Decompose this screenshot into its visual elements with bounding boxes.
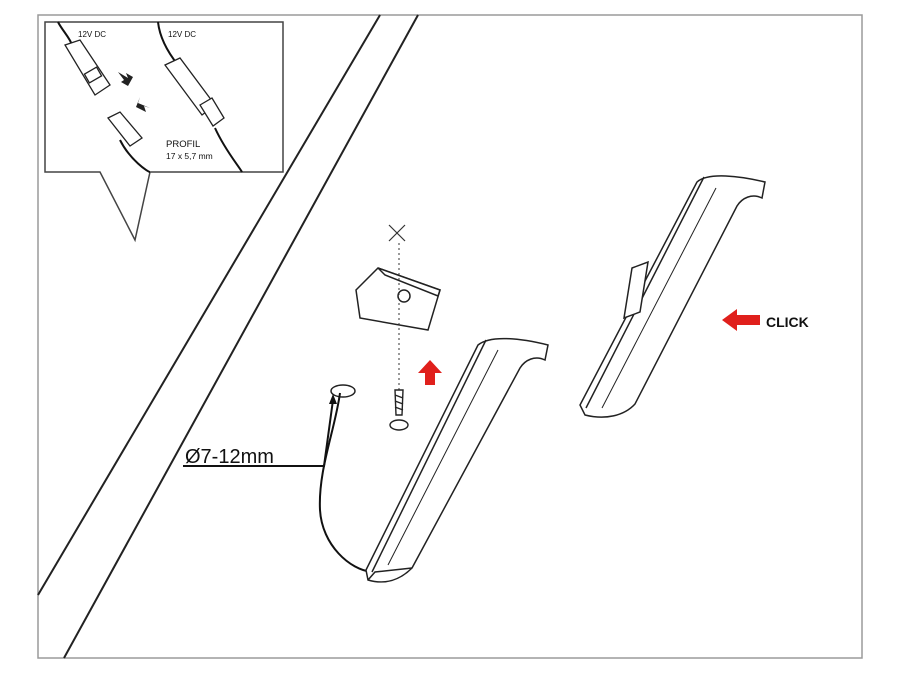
arrow-down-right-icon — [118, 72, 133, 86]
profile-connector — [623, 260, 649, 320]
connector-socket-icon — [106, 111, 143, 147]
arrow-left-red-icon — [722, 309, 760, 331]
hole-diameter-label: Ø7-12mm — [185, 446, 274, 468]
mounting-clip — [355, 267, 441, 331]
inset-label-left: 12V DC — [78, 30, 106, 39]
crosshair-mark — [388, 224, 406, 242]
led-profile-left — [365, 337, 549, 583]
profile-size: 17 x 5,7 mm — [166, 151, 213, 161]
arrow-up-red-icon — [418, 360, 442, 385]
click-label: CLICK — [766, 314, 809, 330]
inset-label-right: 12V DC — [168, 30, 196, 39]
profile-title: PROFIL — [166, 139, 200, 150]
screw-icon — [389, 389, 409, 431]
dimension-pointer — [183, 399, 334, 467]
connector-joined-icon — [164, 57, 225, 127]
arrow-up-left-icon — [136, 97, 150, 112]
diagram-frame — [37, 14, 863, 659]
wall-edge — [37, 14, 419, 659]
cable-hole — [330, 384, 356, 398]
connector-inset: 12V DC 12V DC PROFIL 17 x 5,7 mm — [44, 21, 284, 243]
pointer-arrowhead-icon — [329, 394, 337, 404]
connector-plug-icon — [64, 39, 111, 96]
cable — [318, 392, 373, 573]
led-profile-right — [579, 175, 766, 418]
